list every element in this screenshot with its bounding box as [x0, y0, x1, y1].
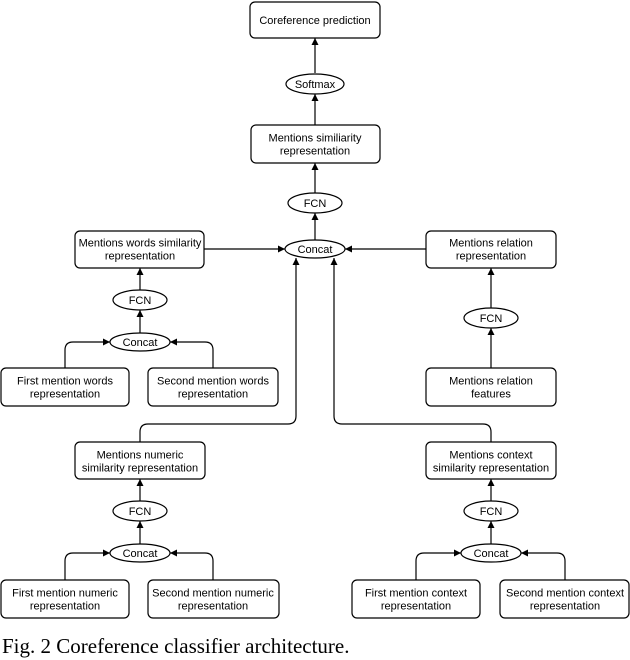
fcn-context-label-line-1: FCN: [480, 506, 503, 518]
fcn-relation-node: FCN: [463, 307, 519, 329]
coreference-prediction-label-line-1: Coreference prediction: [259, 15, 370, 27]
concat-numeric-label-line-1: Concat: [123, 548, 158, 560]
second-mention-numeric-label-line-1: Second mention numeric: [152, 588, 274, 600]
edge-second-context-to-concat: [521, 549, 566, 580]
architecture-diagram: Coreference prediction Softmax Mentions …: [0, 1, 630, 619]
mentions-words-similarity-label-line-1: Mentions words similarity: [79, 238, 202, 250]
second-mention-words-label-line-2: representation: [178, 389, 248, 401]
mentions-relation-features-label-line-1: Mentions relation: [449, 376, 533, 388]
edge-second-numeric-to-concat: [170, 549, 214, 580]
edge-second-words-to-concat: [170, 338, 214, 368]
edge-first-numeric-to-concat: [64, 549, 110, 580]
mentions-context-similarity-label-line-1: Mentions context: [449, 450, 532, 462]
coreference-prediction-node: Coreference prediction: [249, 1, 381, 39]
first-mention-context-label-line-1: First mention context: [365, 588, 467, 600]
concat-context-label-line-1: Concat: [474, 548, 509, 560]
concat-center-label-line-1: Concat: [298, 244, 333, 256]
edge-first-words-to-concat: [64, 338, 110, 368]
first-mention-words-label-line-1: First mention words: [17, 376, 113, 388]
second-mention-context-label-line-2: representation: [530, 601, 600, 613]
fcn-relation-label-line-1: FCN: [480, 313, 503, 325]
edges: [64, 38, 566, 580]
fcn-top-node: FCN: [287, 192, 343, 214]
edge-context-to-concat: [330, 258, 492, 442]
concat-words-node: Concat: [109, 332, 171, 352]
second-mention-numeric-label-line-2: representation: [178, 601, 248, 613]
mentions-relation-label-line-2: representation: [456, 251, 526, 263]
fcn-context-node: FCN: [463, 500, 519, 522]
fcn-words-label-line-1: FCN: [129, 295, 152, 307]
concat-words-label-line-1: Concat: [123, 337, 158, 349]
mentions-context-similarity-label-line-2: similarity representation: [433, 463, 549, 475]
mentions-similarity-label-line-2: representation: [280, 146, 350, 158]
mentions-relation-label-line-1: Mentions relation: [449, 238, 533, 250]
mentions-numeric-similarity-label-line-1: Mentions numeric: [97, 450, 184, 462]
fcn-numeric-label-line-1: FCN: [129, 506, 152, 518]
second-mention-words-label-line-1: Second mention words: [157, 376, 269, 388]
first-mention-numeric-label-line-1: First mention numeric: [12, 588, 118, 600]
softmax-label-line-1: Softmax: [295, 79, 336, 91]
mentions-similarity-label-line-1: Mentions similiarity: [269, 133, 362, 145]
mentions-relation-features-label-line-2: features: [471, 389, 511, 401]
mentions-numeric-similarity-label-line-2: similarity representation: [82, 463, 198, 475]
second-mention-context-label-line-1: Second mention context: [506, 588, 624, 600]
figure-caption: Fig. 2 Coreference classifier architectu…: [2, 634, 350, 658]
first-mention-numeric-label-line-2: representation: [30, 601, 100, 613]
first-mention-words-label-line-2: representation: [30, 389, 100, 401]
edge-numeric-to-concat: [139, 258, 300, 442]
concat-numeric-node: Concat: [109, 543, 171, 563]
mentions-words-similarity-label-line-2: representation: [105, 251, 175, 263]
fcn-words-node: FCN: [112, 289, 168, 311]
concat-center-node: Concat: [284, 239, 346, 259]
softmax-node: Softmax: [285, 73, 345, 95]
fcn-numeric-node: FCN: [112, 500, 168, 522]
fcn-top-label-line-1: FCN: [304, 198, 327, 210]
edge-first-context-to-concat: [415, 549, 461, 580]
concat-context-node: Concat: [460, 543, 522, 563]
first-mention-context-label-line-2: representation: [381, 601, 451, 613]
